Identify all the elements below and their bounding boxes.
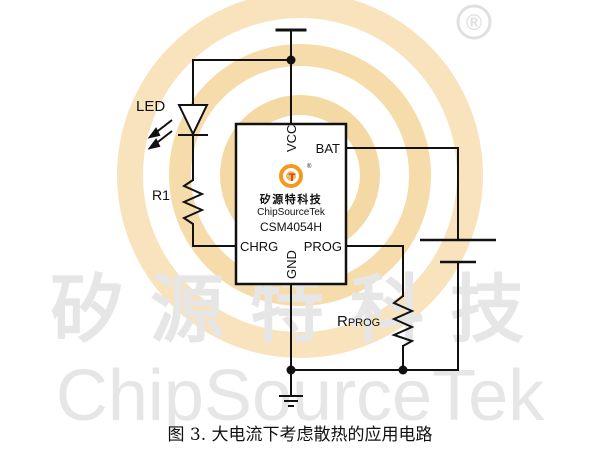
- battery-symbol: [420, 238, 496, 264]
- chip-body: [234, 122, 348, 286]
- circuit-wires: [192, 28, 459, 397]
- r1-resistor-symbol: [181, 179, 205, 225]
- watermark-registered: ®: [466, 10, 482, 35]
- ground-symbol: [279, 395, 303, 407]
- rprog-label: RPROG: [337, 313, 380, 330]
- pin-prog-label: PROG: [304, 239, 342, 254]
- rprog-label-sub: PROG: [348, 317, 380, 329]
- pin-bat-label: BAT: [316, 141, 340, 156]
- pin-vcc-label: VCC: [284, 125, 299, 152]
- rprog-label-main: R: [337, 313, 348, 330]
- chip-logo-icon: T: [279, 164, 303, 188]
- r1-label: R1: [152, 187, 170, 203]
- svg-text:T: T: [289, 172, 296, 184]
- junction-dots: [286, 55, 408, 375]
- led-label: LED: [136, 98, 165, 115]
- figure-caption: 图 3. 大电流下考虑散热的应用电路: [167, 425, 432, 445]
- led-diode-symbol: [177, 104, 209, 137]
- chip-logo-chinese: 矽源特科技: [260, 192, 323, 206]
- chip-part-number: CSM4054H: [260, 220, 322, 234]
- led-emission-arrows: [147, 119, 173, 150]
- pin-chrg-label: CHRG: [240, 239, 278, 254]
- rprog-resistor-symbol: [391, 295, 415, 347]
- pin-gnd-label: GND: [284, 250, 299, 279]
- watermark-registered-mark: ®: [456, 4, 492, 40]
- chip-logo-english: ChipSourceTek: [257, 207, 326, 218]
- chip-logo-registered: ®: [307, 163, 312, 170]
